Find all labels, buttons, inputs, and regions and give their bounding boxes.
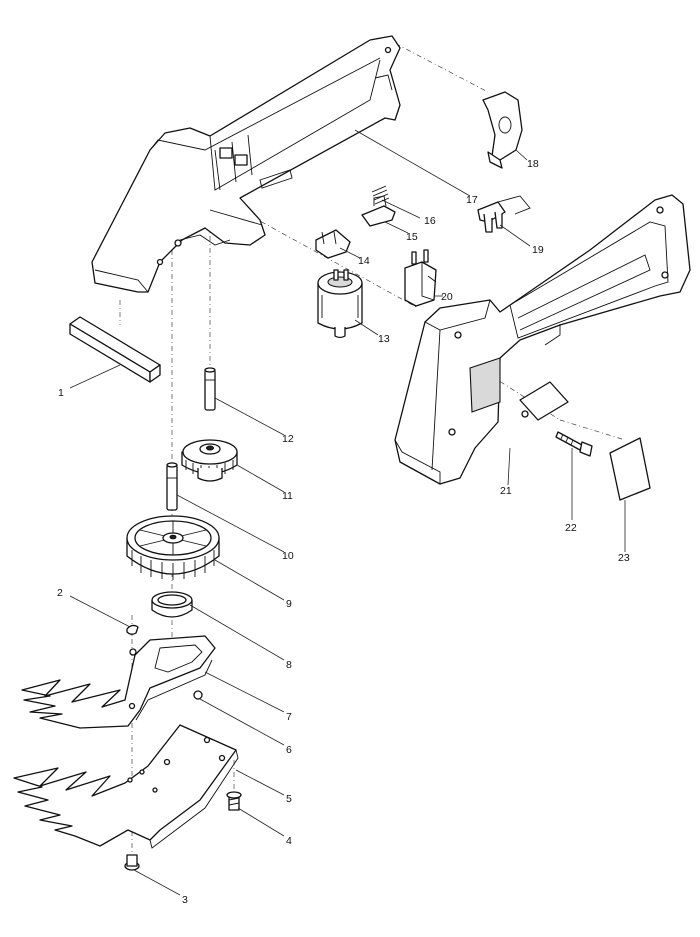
part-9-large-gear [126, 515, 220, 580]
part-22-bolt [555, 431, 593, 457]
callout-20: 20 [441, 291, 453, 303]
callout-18: 18 [527, 158, 539, 170]
part-21-housing-right [394, 194, 691, 485]
callout-16: 16 [424, 215, 436, 227]
callout-4: 4 [286, 835, 292, 847]
part-8-ring [151, 591, 193, 618]
callout-21: 21 [500, 485, 512, 497]
part-19-clip [477, 195, 531, 233]
callout-labels: 1 2 3 4 5 6 7 8 9 10 11 12 13 14 15 16 1… [57, 158, 630, 906]
callout-10: 10 [282, 550, 294, 562]
callout-5: 5 [286, 793, 292, 805]
part-2-e-ring [126, 624, 139, 635]
part-3-screw [124, 854, 140, 871]
part-4-screw [226, 791, 242, 811]
callout-15: 15 [406, 231, 418, 243]
callout-9: 9 [286, 598, 292, 610]
callout-17: 17 [466, 194, 478, 206]
part-7-upper-blade [21, 635, 216, 729]
part-10-shaft [166, 462, 178, 511]
part-17-housing-left [91, 35, 401, 293]
part-15-lever [361, 195, 396, 227]
part-23-label [609, 437, 651, 501]
part-18-bracket [482, 91, 523, 169]
callout-6: 6 [286, 744, 292, 756]
callout-12: 12 [282, 433, 294, 445]
callout-14: 14 [358, 255, 370, 267]
part-20-switch [404, 249, 437, 307]
part-5-lower-blade [13, 724, 239, 849]
part-14-terminal [315, 229, 351, 259]
callout-19: 19 [532, 244, 544, 256]
part-12-shaft [204, 367, 216, 411]
callout-11: 11 [282, 490, 293, 502]
part-13-motor [317, 269, 363, 339]
callout-1: 1 [58, 387, 64, 399]
leader-lines [69, 129, 626, 896]
callout-23: 23 [618, 552, 630, 564]
callout-3: 3 [182, 894, 188, 906]
part-1-strip [69, 316, 161, 383]
callout-8: 8 [286, 659, 292, 671]
callout-22: 22 [565, 522, 577, 534]
callout-7: 7 [286, 711, 292, 723]
part-6-ball [193, 690, 203, 700]
callout-2: 2 [57, 587, 63, 599]
part-16-spring [371, 185, 390, 205]
callout-13: 13 [378, 333, 390, 345]
part-11-small-gear [181, 439, 238, 482]
